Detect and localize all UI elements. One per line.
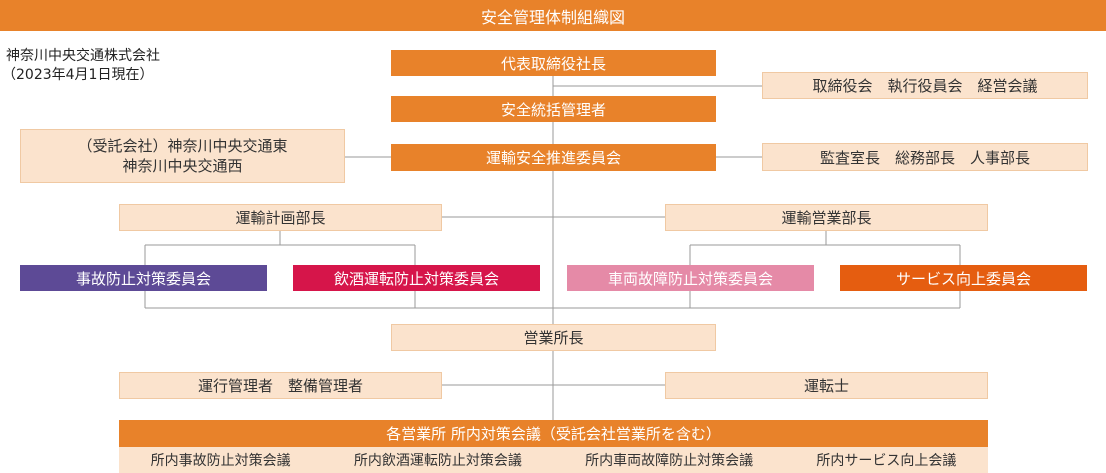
node-transport-sales: 運輸営業部長 — [665, 204, 988, 231]
chart-title-bar: 安全管理体制組織図 — [0, 0, 1106, 31]
office-meeting-items: 所内事故防止対策会議 所内飲酒運転防止対策会議 所内車両故障防止対策会議 所内サ… — [119, 447, 988, 473]
node-transport-safety-committee: 運輸安全推進委員会 — [391, 144, 716, 171]
node-audit: 監査室長 総務部長 人事部長 — [762, 143, 1088, 171]
company-name: 神奈川中央交通株式会社 — [6, 48, 160, 64]
meeting-item-service: 所内サービス向上会議 — [816, 453, 957, 469]
meeting-item-accident: 所内事故防止対策会議 — [150, 453, 291, 469]
meeting-item-vehicle-failure: 所内車両故障防止対策会議 — [585, 453, 754, 469]
node-president: 代表取締役社長 — [391, 50, 716, 76]
node-drivers: 運転士 — [665, 372, 988, 399]
node-outsourced: （受託会社）神奈川中央交通東 神奈川中央交通西 — [20, 129, 345, 183]
meeting-item-drunk-driving: 所内飲酒運転防止対策会議 — [353, 453, 522, 469]
as-of-date: （2023年4月1日現在） — [2, 67, 154, 83]
node-safety-manager: 安全統括管理者 — [391, 96, 716, 122]
node-accident-prevention: 事故防止対策委員会 — [20, 265, 267, 291]
node-board: 取締役会 執行役員会 経営会議 — [762, 72, 1088, 99]
node-drunk-driving-prevention: 飲酒運転防止対策委員会 — [293, 265, 540, 291]
node-transport-planning: 運輸計画部長 — [119, 204, 442, 231]
chart-title: 安全管理体制組織図 — [480, 7, 625, 27]
node-office-meeting: 各営業所 所内対策会議（受託会社営業所を含む） — [119, 420, 988, 447]
node-operation-managers: 運行管理者 整備管理者 — [119, 372, 442, 399]
node-vehicle-failure-prevention: 車両故障防止対策委員会 — [567, 265, 814, 291]
node-service-improvement: サービス向上委員会 — [840, 265, 1087, 291]
node-office-manager: 営業所長 — [391, 324, 716, 351]
